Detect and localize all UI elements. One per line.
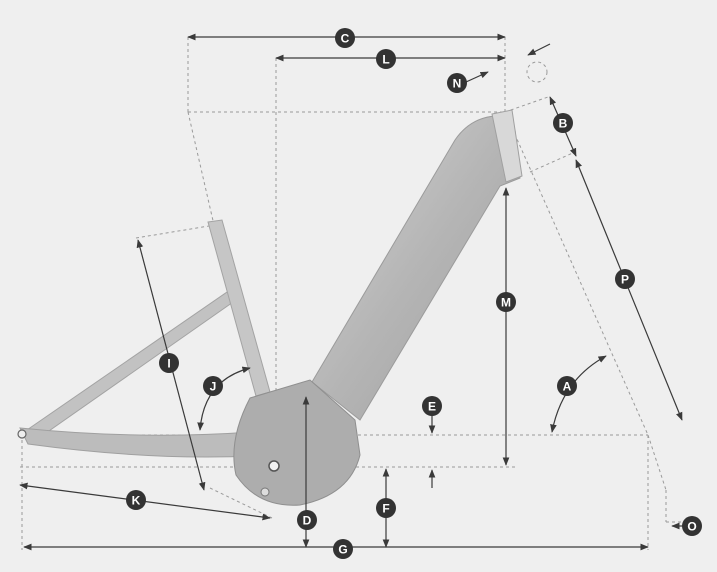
svg-text:K: K bbox=[132, 494, 141, 508]
svg-text:O: O bbox=[687, 520, 696, 534]
label-N: N bbox=[447, 73, 467, 93]
label-C: C bbox=[335, 28, 355, 48]
label-K: K bbox=[126, 490, 146, 510]
label-G: G bbox=[333, 539, 353, 559]
label-O: O bbox=[682, 516, 702, 536]
svg-text:C: C bbox=[341, 32, 350, 46]
svg-text:B: B bbox=[559, 117, 568, 131]
svg-text:D: D bbox=[303, 514, 312, 528]
label-D: D bbox=[297, 510, 317, 530]
reference-lines bbox=[20, 37, 700, 550]
label-M: M bbox=[496, 292, 516, 312]
svg-text:L: L bbox=[382, 53, 389, 67]
svg-text:F: F bbox=[382, 502, 389, 516]
svg-text:J: J bbox=[210, 380, 217, 394]
bike-frame bbox=[17, 109, 523, 506]
label-P: P bbox=[615, 269, 635, 289]
svg-text:G: G bbox=[338, 543, 347, 557]
svg-text:E: E bbox=[428, 400, 436, 414]
svg-text:P: P bbox=[621, 273, 629, 287]
label-I: I bbox=[159, 353, 179, 373]
label-A: A bbox=[557, 376, 577, 396]
label-B: B bbox=[553, 113, 573, 133]
svg-text:M: M bbox=[501, 296, 511, 310]
label-E: E bbox=[422, 396, 442, 416]
svg-text:N: N bbox=[453, 77, 462, 91]
label-L: L bbox=[376, 49, 396, 69]
svg-text:A: A bbox=[563, 380, 572, 394]
label-J: J bbox=[203, 376, 223, 396]
label-F: F bbox=[376, 498, 396, 518]
svg-text:I: I bbox=[167, 357, 170, 371]
